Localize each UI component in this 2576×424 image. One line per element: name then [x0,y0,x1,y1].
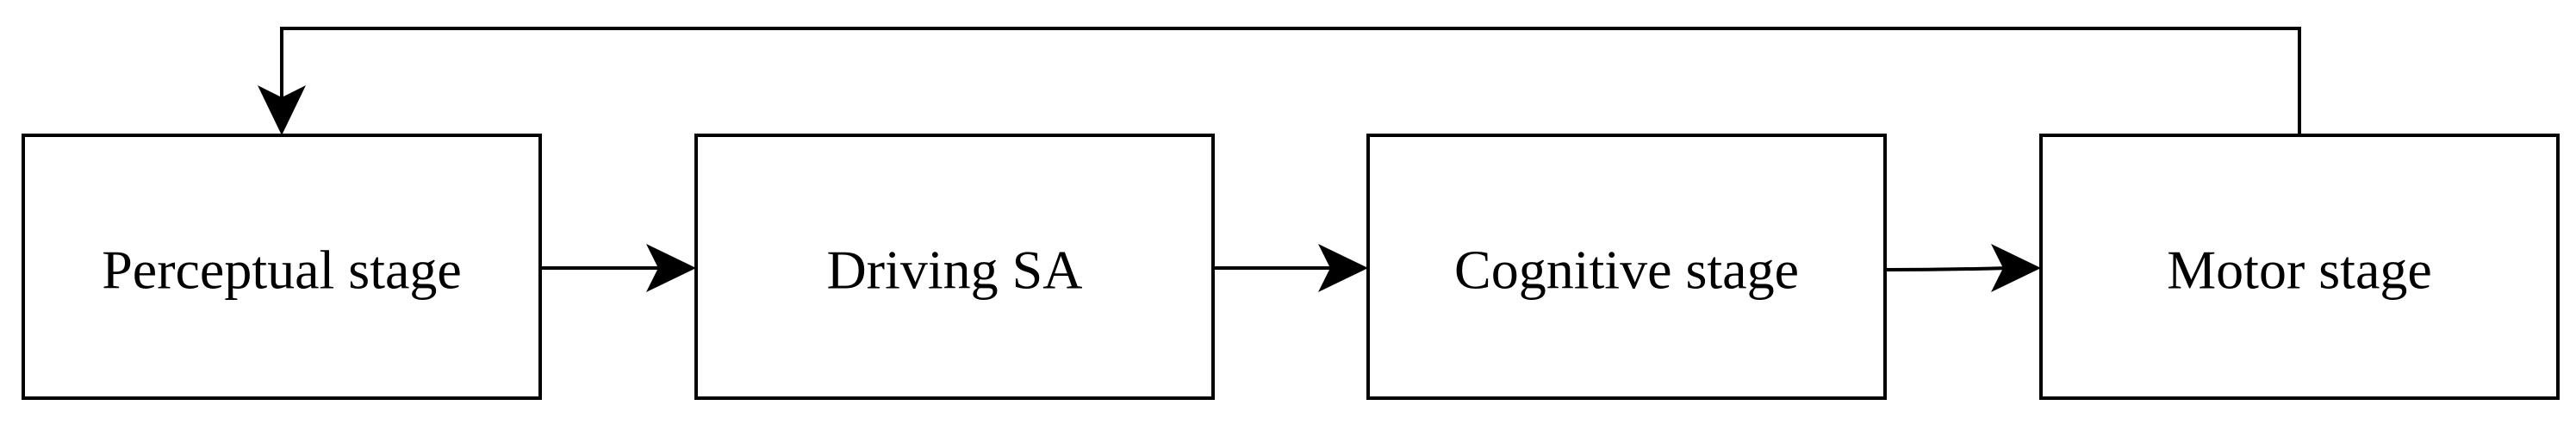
arrow-cognitive-to-motor [1884,244,2041,292]
arrowhead-driving-sa-to-cognitive [1318,244,1368,292]
stage-label-perceptual: Perceptual stage [102,240,462,301]
feedback-arrow-motor-to-perceptual [258,27,2301,135]
stage-node-motor: Motor stage [2039,134,2560,400]
stage-label-motor: Motor stage [2167,240,2432,301]
arrow-driving-sa-to-cognitive [1213,244,1368,292]
stage-node-cognitive: Cognitive stage [1366,134,1887,400]
stage-box-perceptual [22,134,542,400]
arrowhead-perceptual-to-driving-sa [646,244,696,292]
arrow-line-cognitive-to-motor [1884,266,2009,271]
feedback-arrowhead [258,85,306,135]
stage-box-motor [2039,134,2560,400]
stage-box-driving-sa [694,134,1215,400]
feedback-line [280,27,2301,135]
stage-node-perceptual: Perceptual stage [22,134,542,400]
arrowhead-cognitive-to-motor [1991,244,2041,292]
stage-label-cognitive: Cognitive stage [1454,240,1799,301]
arrow-perceptual-to-driving-sa [540,244,696,292]
stage-box-cognitive [1366,134,1887,400]
stage-node-driving-sa: Driving SA [694,134,1215,400]
stage-label-driving-sa: Driving SA [827,240,1083,301]
